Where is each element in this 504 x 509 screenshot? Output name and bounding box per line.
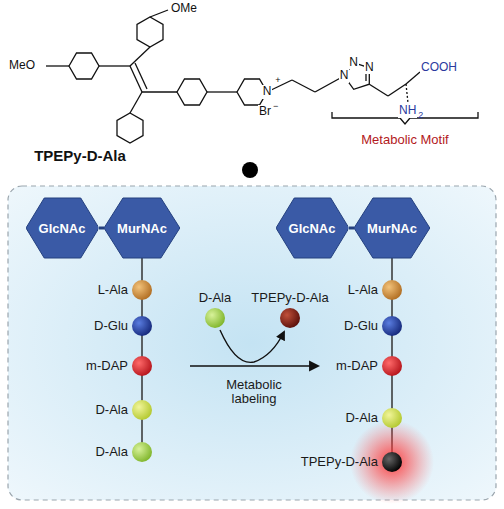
glycosidic-bond xyxy=(348,227,354,230)
sugar-hexagon: MurNAc xyxy=(104,197,180,259)
residue-label: L-Ala xyxy=(98,283,128,297)
sugar-name: GlcNAc xyxy=(39,221,86,236)
atom-label: N xyxy=(339,69,350,82)
residue-label: D-Glu xyxy=(344,319,378,333)
sugar-name: MurNAc xyxy=(367,221,417,236)
residue-label: TPEPy-D-Ala xyxy=(251,291,328,305)
residue-label: TPEPy-D-Ala xyxy=(301,455,378,469)
counter-ion: Br xyxy=(258,105,272,118)
sugar-hexagon: MurNAc xyxy=(354,197,430,259)
sugar-name: GlcNAc xyxy=(289,221,336,236)
atom-label: MeO xyxy=(8,59,36,72)
sugar-hexagon: GlcNAc xyxy=(26,197,99,259)
sugar-hexagon: GlcNAc xyxy=(276,197,349,259)
charge: − xyxy=(272,102,279,112)
subscript: 2 xyxy=(417,111,424,121)
compound-name: TPEPy-D-Ala xyxy=(34,148,126,165)
atom-label: COOH xyxy=(420,61,458,74)
motif-label: Metabolic Motif xyxy=(361,133,448,147)
residue-label: m-DAP xyxy=(336,359,378,373)
charge: + xyxy=(274,76,281,86)
sugar-name: MurNAc xyxy=(117,221,167,236)
glycosidic-bond xyxy=(98,227,104,230)
residue-label: D-Ala xyxy=(95,403,128,417)
residue-label: D-Ala xyxy=(199,291,232,305)
atom-label: NH xyxy=(398,104,417,117)
atom-label: N xyxy=(262,85,273,98)
residue-label: D-Glu xyxy=(94,319,128,333)
residue-label: m-DAP xyxy=(86,359,128,373)
residue-label: L-Ala xyxy=(348,283,378,297)
process-label: Metabolic labeling xyxy=(214,378,294,407)
residue-label: D-Ala xyxy=(95,445,128,459)
residue-label: D-Ala xyxy=(345,411,378,425)
atom-label: OMe xyxy=(170,2,198,15)
atom-label: N xyxy=(364,61,375,74)
atom-label: N xyxy=(348,56,359,69)
